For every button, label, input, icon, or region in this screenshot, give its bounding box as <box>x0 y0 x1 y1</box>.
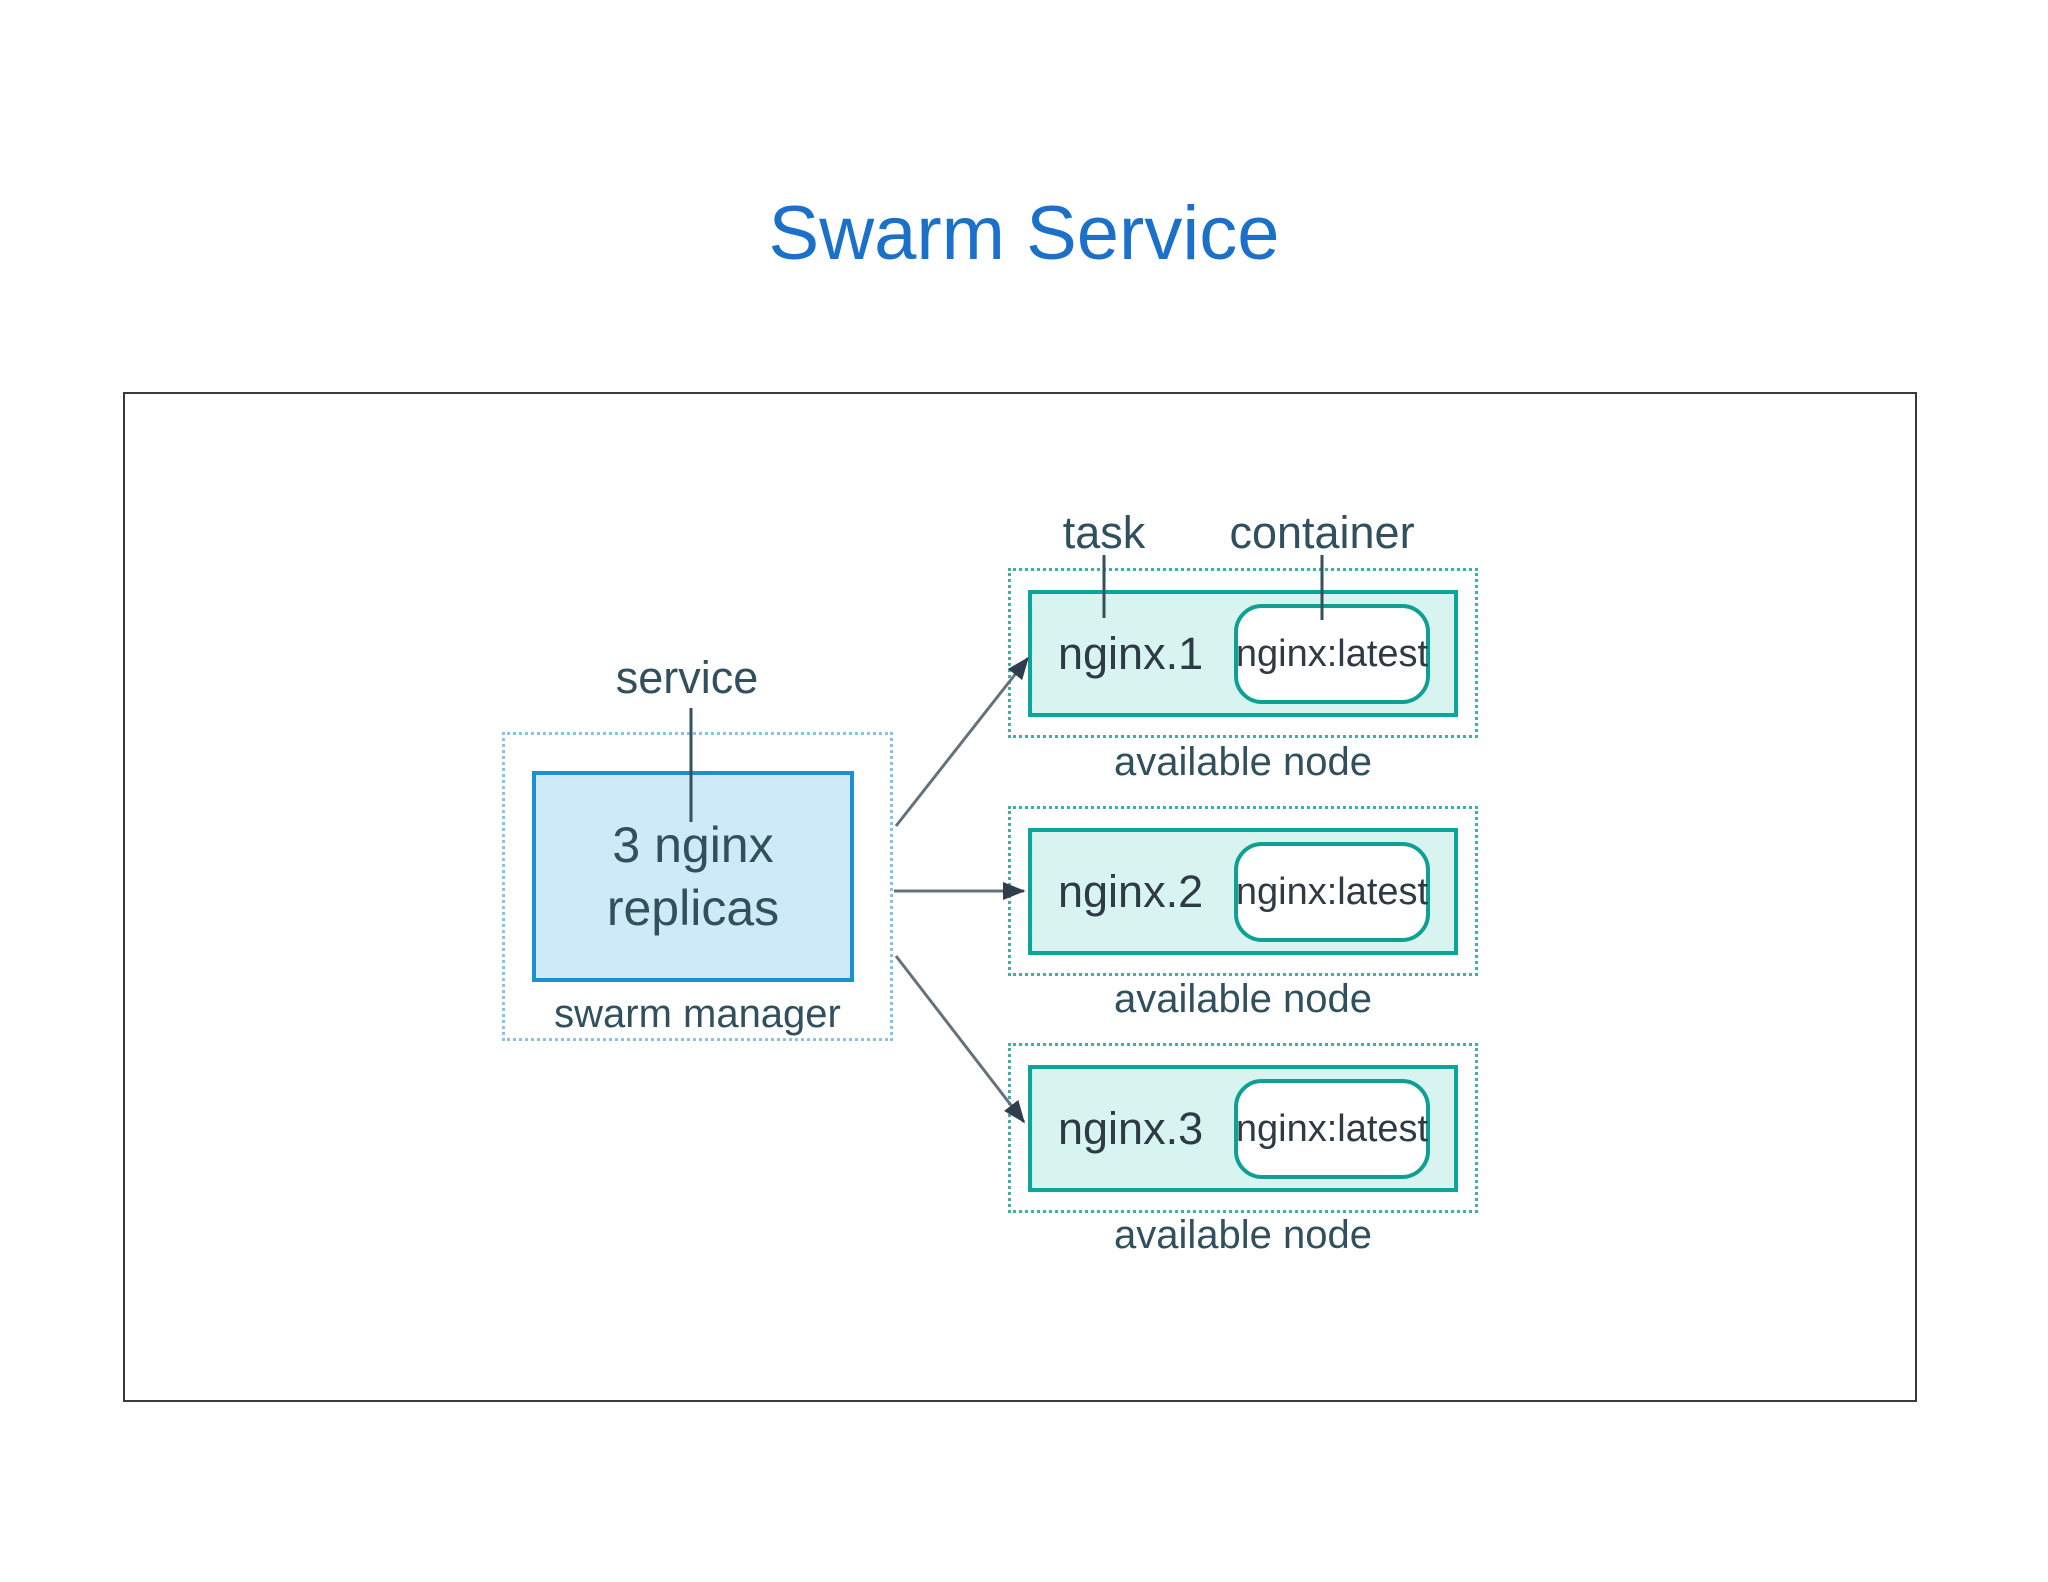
service-box: 3 nginx replicas <box>532 771 854 982</box>
available-node-1: nginx.1 nginx:latest <box>1008 568 1478 738</box>
task-name-2: nginx.2 <box>1058 865 1204 917</box>
available-node-3: nginx.3 nginx:latest <box>1008 1043 1478 1213</box>
swarm-manager-label: swarm manager <box>554 992 841 1036</box>
task-label: task <box>1062 507 1146 558</box>
page-title: Swarm Service <box>768 191 1280 276</box>
service-label: service <box>615 652 759 703</box>
available-node-label-2: available node <box>1114 977 1372 1021</box>
available-node-label-3: available node <box>1114 1213 1372 1257</box>
task-name-3: nginx.3 <box>1058 1102 1204 1154</box>
available-node-label-1: available node <box>1114 740 1372 784</box>
task-name-1: nginx.1 <box>1058 627 1204 679</box>
task-box-1: nginx.1 nginx:latest <box>1028 590 1458 717</box>
container-label: container <box>1229 507 1415 558</box>
task-box-2: nginx.2 nginx:latest <box>1028 828 1458 955</box>
task-box-3: nginx.3 nginx:latest <box>1028 1065 1458 1192</box>
available-node-2: nginx.2 nginx:latest <box>1008 806 1478 976</box>
container-box-3: nginx:latest <box>1234 1079 1430 1179</box>
swarm-manager-boundary <box>502 732 893 1041</box>
container-box-2: nginx:latest <box>1234 842 1430 942</box>
container-box-1: nginx:latest <box>1234 604 1430 704</box>
